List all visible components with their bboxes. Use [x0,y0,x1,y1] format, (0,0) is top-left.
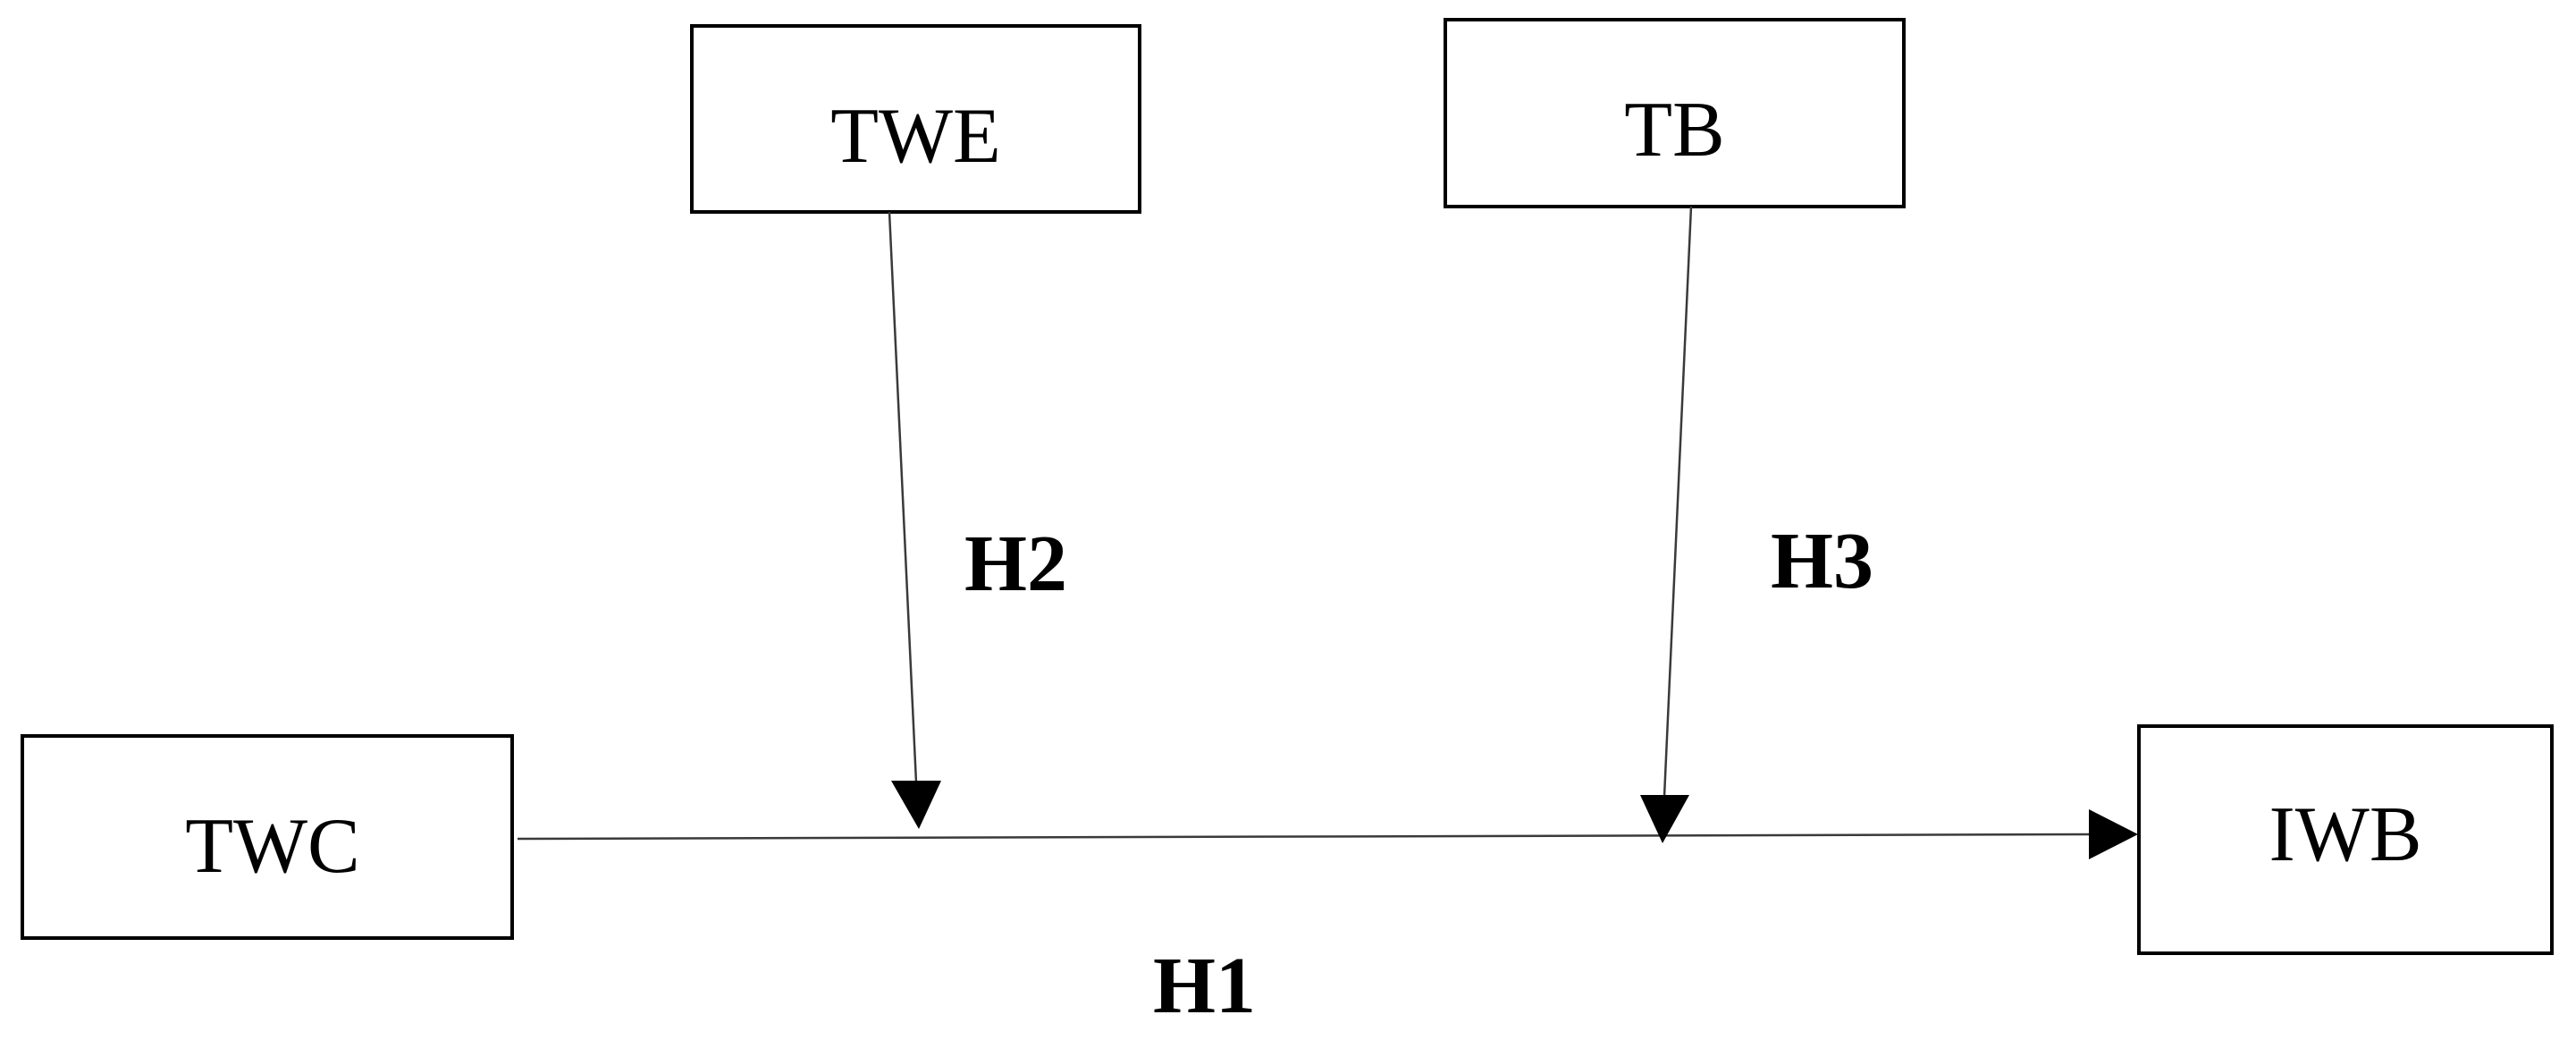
edge-h3 [1640,206,1693,843]
hypothesis-h2-label: H2 [964,520,1067,608]
edge-h3-line [1663,206,1693,798]
node-twe: TWE [690,24,1141,214]
edge-h2 [888,211,941,829]
node-twc: TWC [21,734,514,940]
node-tb: TB [1444,18,1906,208]
arrow-head-icon [1640,795,1689,843]
node-tb-box [1444,18,1906,208]
node-tb-label: TB [1624,87,1724,173]
edge-h2-line [888,211,918,783]
edge-h1-line [517,833,2092,841]
node-iwb-label: IWB [2269,791,2421,878]
node-twc-label: TWC [185,803,360,890]
node-iwb-box [2137,724,2554,955]
node-iwb: IWB [2137,724,2554,955]
hypothesis-h3-label: H3 [1771,517,1873,605]
node-twc-box [21,734,514,940]
hypothesis-h1-label: H1 [1153,942,1256,1030]
arrow-head-icon [891,781,941,829]
edge-h1 [517,809,2138,859]
arrow-head-icon [2089,809,2138,859]
node-twe-box [690,24,1141,214]
node-twe-label: TWE [830,93,1001,180]
